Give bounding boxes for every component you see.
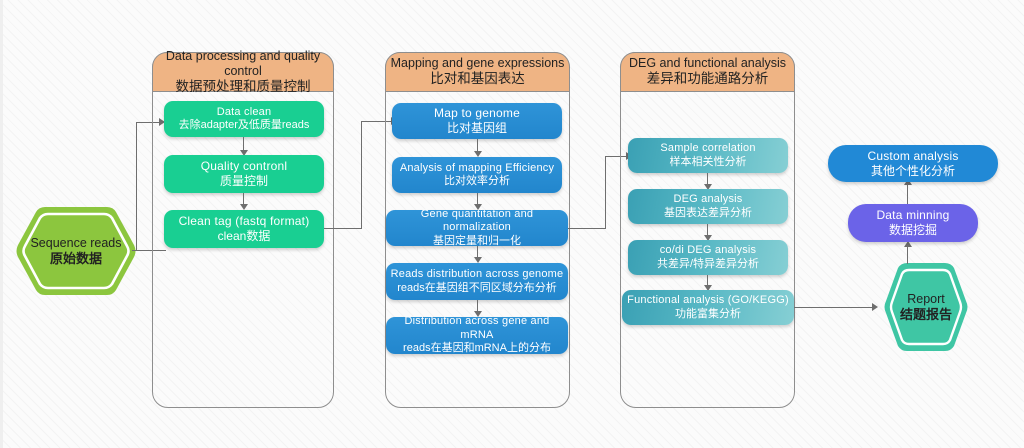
panel-deg-header-cn: 差异和功能通路分析 [646, 71, 769, 87]
node-functional-analysis-en: Functional analysis (GO/KEGG) [627, 294, 789, 307]
connector-start-to-dataclean-v [136, 122, 138, 251]
connector-map-to-eff [477, 139, 479, 152]
node-reads-distribution-genome-cn: reads在基因组不同区域分布分析 [397, 281, 557, 294]
panel-mapping-header-cn: 比对和基因表达 [430, 71, 525, 87]
node-sample-correlation[interactable]: Sample correlation 样本相关性分析 [628, 138, 788, 173]
node-distribution-gene-mrna[interactable]: Distribution across gene and mRNA reads在… [386, 315, 568, 355]
hexagon-outer-shape [16, 207, 136, 295]
connector-quant-to-readsdist-arrow [474, 257, 482, 263]
connector-eff-to-quant [477, 193, 479, 205]
connector-dataclean-to-qc-arrow [240, 150, 248, 156]
node-distribution-gene-mrna-cn: reads在基因和mRNA上的分布 [403, 342, 551, 355]
connector-quant-to-samplecorr-h1 [568, 228, 606, 230]
node-clean-tag[interactable]: Clean tag (fastq format) clean数据 [164, 210, 324, 248]
node-clean-tag-en: Clean tag (fastq format) [178, 214, 310, 229]
node-deg-analysis-cn: 基因表达差异分析 [664, 206, 752, 219]
node-reads-distribution-genome-en: Reads distribution across genome [390, 268, 564, 281]
panel-deg-header-en: DEG and functional analysis [628, 56, 787, 71]
hexagon-report-shape [884, 263, 968, 351]
node-data-clean[interactable]: Data clean 去除adapter及低质量reads [164, 101, 324, 137]
connector-samplecorr-to-deg [707, 173, 709, 185]
node-codi-deg-analysis-en: co/di DEG analysis [659, 244, 757, 257]
connector-cleantag-to-map-v [361, 121, 363, 229]
report-node[interactable]: Report 结题报告 [883, 260, 969, 354]
node-mapping-efficiency-cn: 比对效率分析 [444, 175, 510, 187]
node-clean-tag-cn: clean数据 [217, 229, 271, 243]
connector-deg-to-codi [707, 224, 709, 236]
node-functional-analysis-cn: 功能富集分析 [675, 307, 741, 320]
node-gene-quantitation[interactable]: Gene quantitation and normalization 基因定量… [386, 207, 568, 247]
node-data-clean-cn: 去除adapter及低质量reads [178, 119, 310, 131]
node-mapping-efficiency-en: Analysis of mapping Efficiency [399, 161, 555, 174]
node-sample-correlation-cn: 样本相关性分析 [669, 155, 747, 168]
panel-mapping-header-en: Mapping and gene expressions [390, 56, 565, 71]
node-custom-analysis[interactable]: Custom analysis 其他个性化分析 [828, 145, 998, 182]
node-gene-quantitation-en: Gene quantitation and normalization [420, 207, 534, 234]
node-quality-control-en: Quality contronl [200, 159, 288, 174]
connector-cleantag-to-map-h1 [324, 228, 362, 230]
node-codi-deg-analysis-cn: 共差异/特异差异分析 [656, 257, 760, 270]
connector-start-to-dataclean-h1 [132, 250, 166, 252]
connector-quant-to-samplecorr-h2 [605, 156, 628, 158]
connector-cleantag-to-map-h2 [361, 121, 393, 123]
panel-data-processing-header-cn: 数据预处理和质量控制 [175, 79, 311, 95]
connector-functional-to-report [794, 307, 874, 309]
left-edge-strip [0, 0, 3, 448]
connector-report-to-datamining [907, 246, 909, 264]
node-custom-analysis-en: Custom analysis [867, 148, 959, 163]
connector-samplecorr-to-deg-arrow [704, 184, 712, 190]
report-node-label-cn: 结题报告 [899, 306, 952, 322]
node-quality-control-cn: 质量控制 [219, 174, 268, 188]
node-data-clean-en: Data clean [216, 105, 272, 118]
connector-codi-to-functional [707, 275, 709, 286]
panel-mapping-header: Mapping and gene expressions 比对和基因表达 [385, 52, 570, 92]
node-reads-distribution-genome[interactable]: Reads distribution across genome reads在基… [386, 263, 568, 300]
connector-deg-to-codi-arrow [704, 235, 712, 241]
node-map-to-genome-en: Map to genome [434, 106, 520, 121]
node-data-mining-cn: 数据挖掘 [888, 223, 937, 237]
node-sample-correlation-en: Sample correlation [660, 142, 756, 155]
panel-data-processing-header-en: Data processing and quality control [165, 48, 321, 78]
connector-eff-to-quant-arrow [474, 204, 482, 210]
panel-deg-header: DEG and functional analysis 差异和功能通路分析 [620, 52, 795, 92]
start-node-label-cn: 原始数据 [49, 250, 102, 266]
start-node-label-en: Sequence reads [30, 235, 122, 250]
connector-start-to-dataclean-arrow [159, 118, 165, 126]
connector-report-to-datamining-arrow [904, 241, 912, 247]
connector-quant-to-readsdist [477, 246, 479, 258]
node-gene-quantitation-cn: 基因定量和归一化 [433, 234, 521, 247]
connector-codi-to-functional-arrow [704, 285, 712, 291]
connector-datamining-to-custom-arrow [904, 179, 912, 185]
node-custom-analysis-cn: 其他个性化分析 [870, 163, 955, 178]
node-data-mining[interactable]: Data minning 数据挖掘 [848, 204, 978, 242]
node-data-mining-en: Data minning [876, 208, 950, 223]
node-distribution-gene-mrna-en: Distribution across gene and mRNA [404, 315, 550, 341]
node-map-to-genome-cn: 比对基因组 [446, 121, 507, 135]
node-codi-deg-analysis[interactable]: co/di DEG analysis 共差异/特异差异分析 [628, 240, 788, 275]
panel-data-processing-header: Data processing and quality control 数据预处… [152, 48, 334, 95]
node-functional-analysis[interactable]: Functional analysis (GO/KEGG) 功能富集分析 [622, 290, 794, 325]
connector-map-to-eff-arrow [474, 151, 482, 157]
node-quality-control[interactable]: Quality contronl 质量控制 [164, 155, 324, 193]
connector-dataclean-to-qc [243, 137, 245, 151]
connector-qc-to-cleantag [243, 193, 245, 205]
node-map-to-genome[interactable]: Map to genome 比对基因组 [392, 103, 562, 139]
connector-quant-to-samplecorr-v [605, 156, 607, 229]
connector-functional-to-report-arrow [872, 303, 878, 311]
connector-readsdist-to-mrna [477, 300, 479, 312]
node-deg-analysis-en: DEG analysis [673, 193, 743, 206]
connector-qc-to-cleantag-arrow [240, 204, 248, 210]
node-mapping-efficiency[interactable]: Analysis of mapping Efficiency 比对效率分析 [392, 157, 562, 193]
connector-datamining-to-custom [907, 184, 909, 204]
connector-start-to-dataclean-h2 [136, 122, 160, 124]
connector-readsdist-to-mrna-arrow [474, 311, 482, 317]
start-node-sequence-reads[interactable]: Sequence reads 原始数据 [14, 203, 138, 299]
node-deg-analysis[interactable]: DEG analysis 基因表达差异分析 [628, 189, 788, 224]
report-node-label-en: Report [907, 291, 945, 306]
